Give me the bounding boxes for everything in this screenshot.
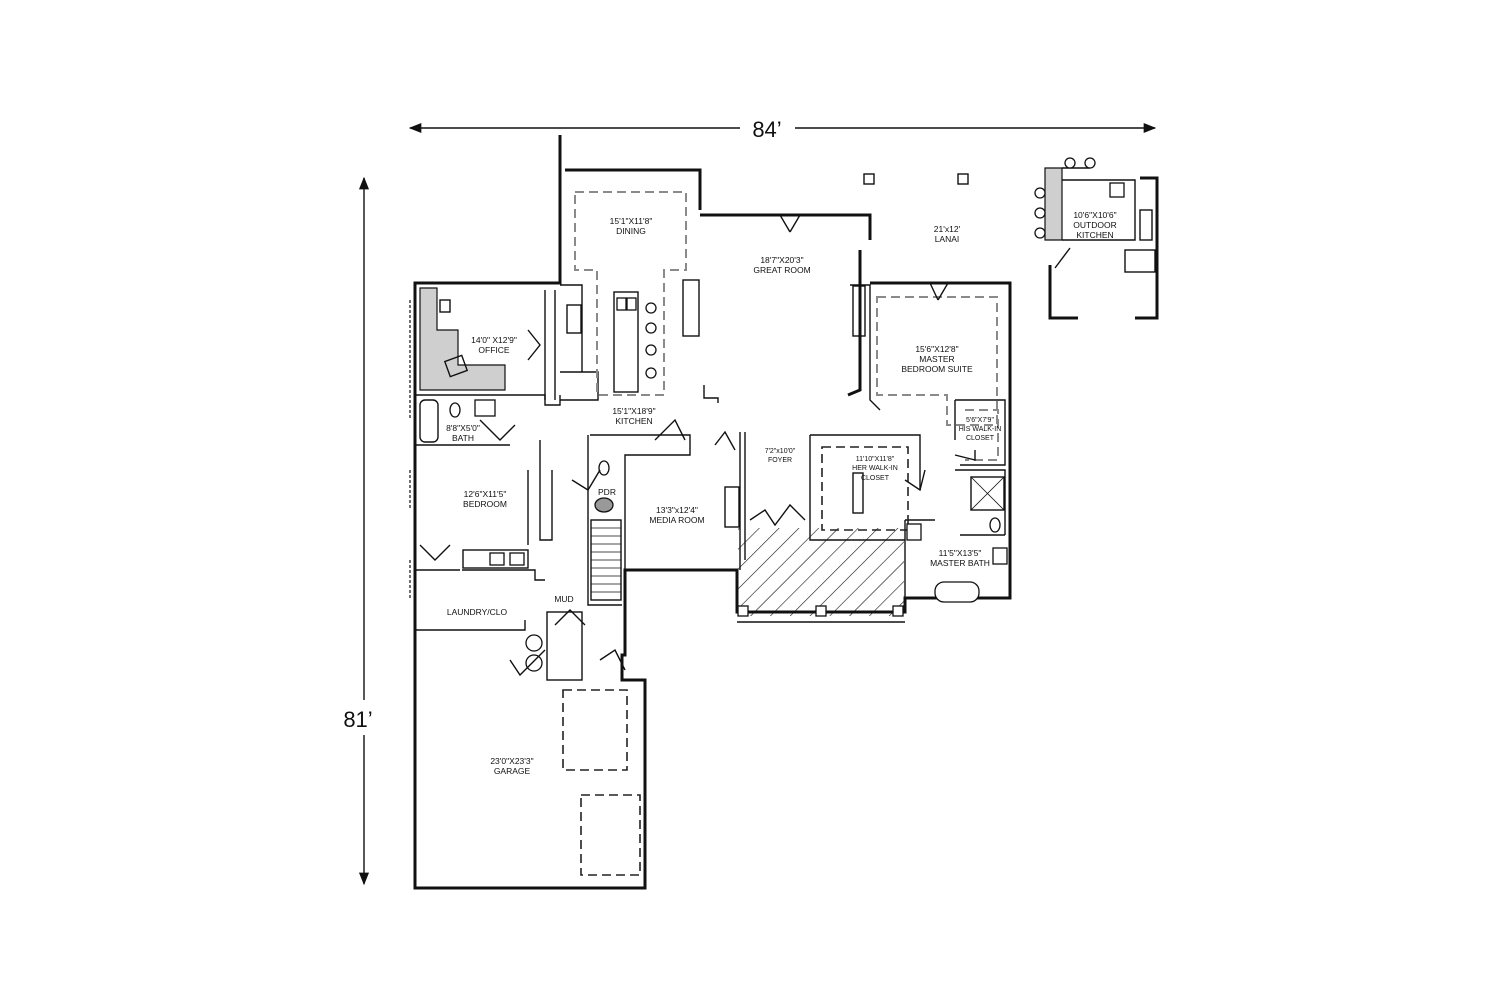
width-dimension: 84’: [408, 117, 1157, 142]
depth-label: 81’: [343, 707, 372, 732]
master-bedroom-dims: 15'6"X12'8": [915, 344, 958, 354]
master-bedroom-name-1: MASTER: [919, 354, 954, 364]
lanai-dims: 21'x12': [934, 224, 961, 234]
kitchen-name: KITCHEN: [615, 416, 652, 426]
laundry-name: LAUNDRY/CLO: [447, 607, 508, 617]
dining-name: DINING: [616, 226, 646, 236]
master-bath-name: MASTER BATH: [930, 558, 990, 568]
her-closet-name-1: HER WALK-IN: [852, 465, 898, 472]
great-room-dims: 18'7"X20'3": [760, 255, 803, 265]
lanai-columns: [863, 173, 969, 185]
office-desk: [419, 287, 506, 391]
his-closet-name-1: HIS WALK-IN: [959, 426, 1002, 433]
office-name: OFFICE: [478, 345, 509, 355]
garage-name: GARAGE: [494, 766, 531, 776]
outdoor-kitchen-name-1: OUTDOOR: [1073, 220, 1116, 230]
lanai-name: LANAI: [935, 234, 960, 244]
depth-dimension: 81’: [343, 176, 373, 886]
dining-dims: 15'1"X11'8": [610, 216, 653, 226]
her-closet-name-2: CLOSET: [861, 475, 890, 482]
bedroom-dims: 12'6"X11'5": [464, 489, 507, 499]
his-closet-dims: 5'6"X7'9": [966, 417, 994, 424]
her-closet-dims: 11'10"X11'8": [856, 456, 895, 463]
covered-entry: [737, 528, 905, 623]
kitchen-dims: 15'1"X18'9": [612, 406, 655, 416]
fixtures: [419, 285, 1008, 681]
foyer-name: FOYER: [768, 457, 792, 464]
kitchen-island: [566, 279, 719, 403]
office-dims: 14'0" X12'9": [471, 335, 517, 345]
his-closet-name-2: CLOSET: [966, 435, 995, 442]
stair: [590, 519, 622, 601]
great-room-name: GREAT ROOM: [753, 265, 810, 275]
outdoor-kitchen-dims: 10'6"X10'6": [1073, 210, 1116, 220]
garage-dims: 23'0"X23'3": [490, 756, 533, 766]
bedroom-name: BEDROOM: [463, 499, 507, 509]
width-label: 84’: [752, 117, 781, 142]
master-bedroom-name-2: BEDROOM SUITE: [901, 364, 973, 374]
door-swings: [419, 214, 976, 677]
mud-name: MUD: [554, 594, 573, 604]
outdoor-kitchen-name-2: KITCHEN: [1076, 230, 1113, 240]
bath-dims: 8'8"X5'0": [446, 423, 480, 433]
bath-name: BATH: [452, 433, 474, 443]
interior-walls: [415, 284, 1006, 631]
outdoor-kitchen-structure: [1034, 157, 1159, 320]
media-room-dims: 13'3"x12'4": [656, 505, 698, 515]
foyer-dims: 7'2"x10'0": [765, 448, 796, 455]
master-bath-dims: 11'5"X13'5": [939, 548, 982, 558]
media-room-name: MEDIA ROOM: [649, 515, 704, 525]
pdr-name: PDR: [598, 487, 616, 497]
